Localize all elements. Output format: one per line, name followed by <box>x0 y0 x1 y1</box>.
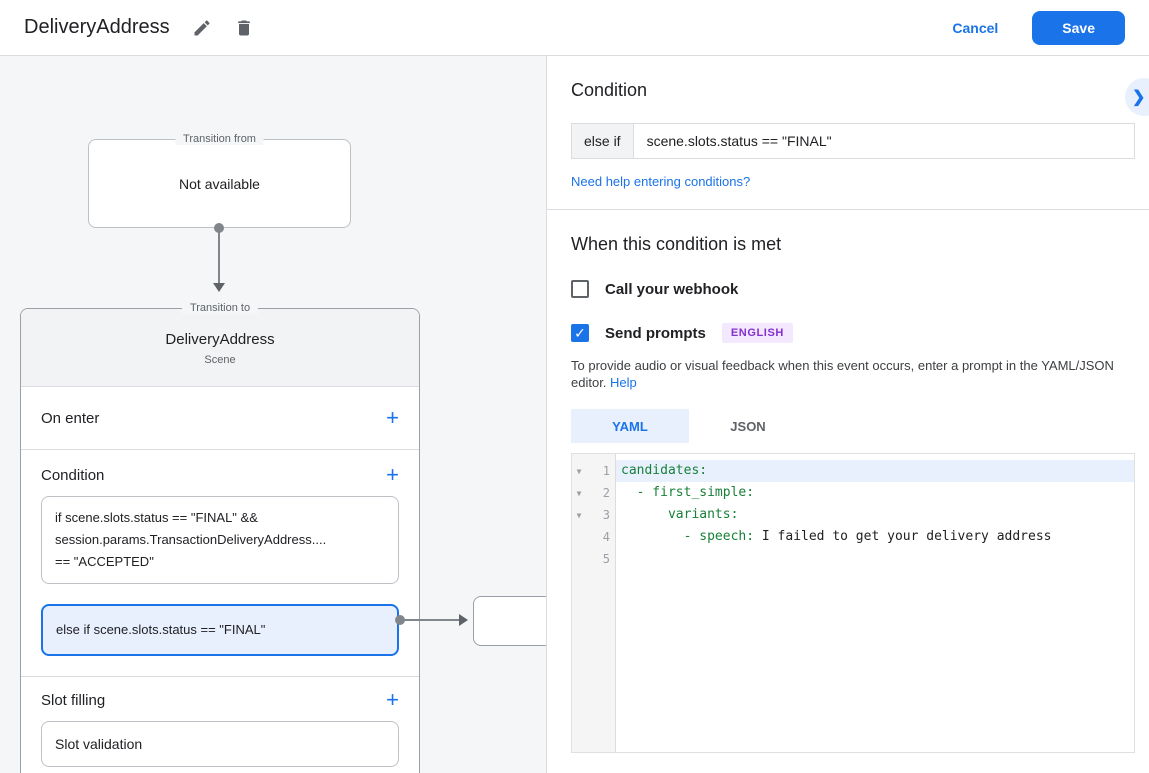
gutter-row: 5 <box>572 548 615 570</box>
main-split: Transition from Not available Transition… <box>0 56 1149 773</box>
line-number: 4 <box>602 530 610 544</box>
on-enter-title: On enter <box>41 409 100 427</box>
prompts-description: To provide audio or visual feedback when… <box>571 358 1114 390</box>
connector-line <box>218 228 220 284</box>
section-divider <box>547 209 1149 210</box>
page-title: DeliveryAddress <box>24 16 170 38</box>
condition-item-selected[interactable]: else if scene.slots.status == "FINAL" <box>41 604 399 656</box>
pencil-icon <box>194 19 210 35</box>
panel-condition-title: Condition <box>571 80 648 100</box>
arrow-right-icon <box>459 614 468 626</box>
code-line[interactable]: - first_simple: <box>621 485 755 500</box>
transition-to-label: Transition to <box>181 302 259 314</box>
editor-gutter: ▼1 ▼2 ▼3 4 5 <box>572 454 616 752</box>
webhook-label: Call your webhook <box>605 280 739 298</box>
add-condition-button[interactable]: + <box>386 462 399 487</box>
language-badge: ENGLISH <box>721 323 793 343</box>
send-prompts-label: Send prompts <box>605 324 706 342</box>
slot-item[interactable]: Slot validation <box>41 721 399 767</box>
check-icon: ✓ <box>574 324 586 341</box>
condition-help-link[interactable]: Need help entering conditions? <box>571 174 751 189</box>
line-number: 2 <box>602 486 610 500</box>
code-line-active[interactable]: candidates: <box>616 460 1134 482</box>
slot-filling-title: Slot filling <box>41 691 106 709</box>
code-line[interactable]: - speech: I failed to get your delivery … <box>621 529 1052 544</box>
scene-type: Scene <box>204 354 236 366</box>
send-prompts-checkbox[interactable]: ✓ <box>571 324 589 342</box>
save-button[interactable]: Save <box>1032 10 1125 45</box>
code-line[interactable] <box>616 548 1134 570</box>
gutter-row: ▼2 <box>572 482 615 504</box>
top-bar: DeliveryAddress Cancel Save <box>0 0 1149 56</box>
transition-from-box[interactable]: Transition from Not available <box>88 133 351 228</box>
tab-json[interactable]: JSON <box>730 418 766 434</box>
add-slot-button[interactable]: + <box>386 687 399 712</box>
cancel-button[interactable]: Cancel <box>952 19 999 36</box>
trash-icon <box>237 20 250 35</box>
webhook-checkbox[interactable] <box>571 280 589 298</box>
condition-editor-panel: ❯ Condition else if Need help entering c… <box>547 56 1149 773</box>
condition-section: Condition + if scene.slots.status == "FI… <box>21 450 419 677</box>
code-editor[interactable]: ▼1 ▼2 ▼3 4 5 candidates: - first_simple:… <box>571 453 1135 753</box>
edit-button[interactable] <box>192 18 212 38</box>
help-link[interactable]: Help <box>610 375 637 390</box>
add-on-enter-button[interactable]: + <box>386 405 399 430</box>
webhook-row: Call your webhook <box>571 280 1135 298</box>
code-area[interactable]: candidates: - first_simple: variants: - … <box>616 454 1134 752</box>
gutter-row: ▼1 <box>572 460 615 482</box>
scene-card-header[interactable]: DeliveryAddress Scene <box>21 309 419 387</box>
transition-target-box[interactable] <box>473 596 546 646</box>
on-enter-section: On enter + <box>21 387 419 450</box>
condition-section-title: Condition <box>41 466 105 484</box>
condition-item[interactable]: if scene.slots.status == "FINAL" && sess… <box>41 496 399 584</box>
editor-tabs: YAML JSON <box>571 409 1135 443</box>
scene-canvas: Transition from Not available Transition… <box>0 56 547 773</box>
chevron-right-icon: ❯ <box>1132 89 1146 106</box>
scene-name: DeliveryAddress <box>165 331 275 348</box>
line-number: 1 <box>602 464 610 478</box>
transition-from-label: Transition from <box>175 133 264 145</box>
arrow-down-icon <box>213 283 225 292</box>
condition-prefix: else if <box>571 123 634 159</box>
fold-arrow-icon[interactable]: ▼ <box>576 466 582 476</box>
condition-expression-input[interactable] <box>633 123 1135 159</box>
send-prompts-row: ✓ Send prompts ENGLISH <box>571 323 1135 343</box>
slot-filling-section: Slot filling + Slot validation Transacti… <box>21 677 419 773</box>
gutter-row: ▼3 <box>572 504 615 526</box>
code-line[interactable]: variants: <box>621 507 739 522</box>
collapse-panel-button[interactable]: ❯ <box>1125 78 1149 116</box>
condition-expression-row: else if <box>571 123 1135 159</box>
gutter-row: 4 <box>572 526 615 548</box>
when-met-title: When this condition is met <box>571 234 782 254</box>
fold-arrow-icon[interactable]: ▼ <box>576 510 582 520</box>
line-number: 5 <box>602 552 610 566</box>
transition-to-card: Transition to DeliveryAddress Scene On e… <box>20 302 420 773</box>
connector-line <box>404 619 460 621</box>
transition-from-value: Not available <box>179 175 260 192</box>
fold-arrow-icon[interactable]: ▼ <box>576 488 582 498</box>
tab-yaml[interactable]: YAML <box>571 409 689 443</box>
delete-button[interactable] <box>234 18 254 38</box>
connector-dot <box>395 615 405 625</box>
line-number: 3 <box>602 508 610 522</box>
